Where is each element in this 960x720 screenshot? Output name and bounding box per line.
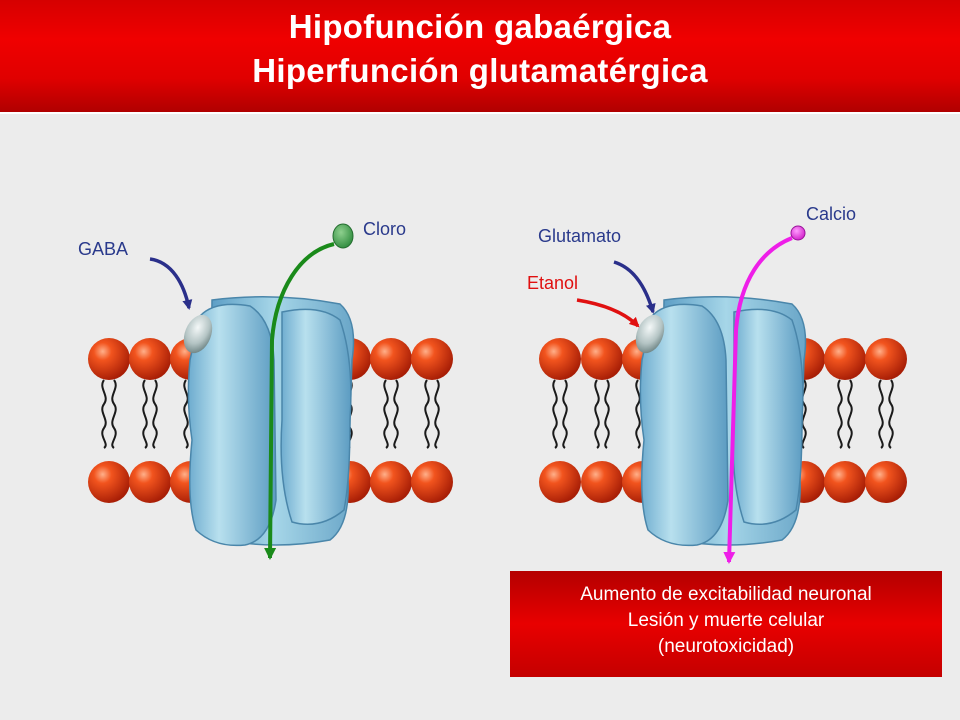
- gaba-channel-left-subunit: [187, 303, 277, 547]
- gaba-channel-right-subunit: [280, 308, 352, 525]
- gaba-binding-site: [183, 314, 213, 354]
- effects-line-1: Aumento de excitabilidad neuronal: [580, 584, 872, 605]
- ethanol-arrow: [576, 298, 640, 328]
- title-line-2: Hiperfunción glutamatérgica: [252, 52, 708, 89]
- effects-box: Aumento de excitabilidad neuronal Lesión…: [510, 571, 942, 677]
- effects-line-3: (neurotoxicidad): [657, 636, 795, 657]
- title-banner: Hipofunción gabaérgica Hiperfunción glut…: [0, 0, 960, 114]
- glutamate-label: Glutamato: [538, 226, 622, 246]
- gaba-arrow: [149, 257, 193, 310]
- left-lipid-tails: [101, 379, 440, 449]
- calcium-label: Calcio: [806, 204, 857, 224]
- chloride-label: Cloro: [363, 219, 407, 239]
- glutamate-channel-right-subunit: [732, 308, 804, 525]
- calcium-ion: [790, 225, 806, 241]
- chloride-ion: [332, 223, 354, 249]
- right-lipid-tails: [552, 379, 894, 449]
- glutamate-arrow: [613, 260, 656, 314]
- effects-line-2: Lesión y muerte celular: [627, 610, 825, 631]
- ethanol-label: Etanol: [527, 273, 579, 293]
- glutamate-channel-left-subunit: [639, 303, 729, 547]
- calcium-flow-arrow: [723, 236, 793, 564]
- gaba-receptor-channel: [183, 296, 355, 547]
- gaba-label: GABA: [78, 239, 129, 259]
- glutamate-binding-site: [635, 314, 665, 354]
- chloride-flow-arrow: [264, 242, 335, 560]
- title-line-1: Hipofunción gabaérgica: [288, 8, 672, 45]
- glutamate-receptor-channel: [635, 296, 807, 547]
